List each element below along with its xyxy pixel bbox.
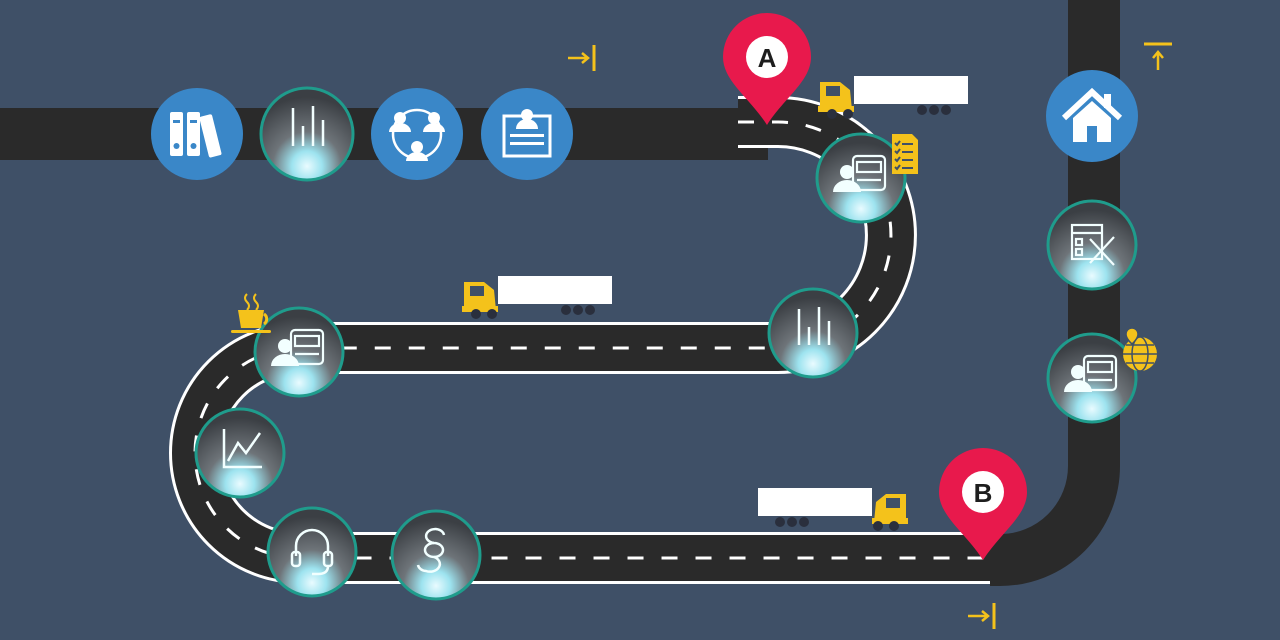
bar-chart-icon: [767, 287, 859, 379]
driver-truck-icon: [253, 306, 345, 398]
top-icon-row: [151, 86, 573, 182]
pin-b: B: [939, 448, 1027, 560]
truck-middle: [462, 276, 612, 319]
clipboard-icon: [481, 88, 573, 180]
side-road-surface: [990, 0, 1120, 586]
truck-bottom: [758, 488, 908, 531]
team-icon: [371, 88, 463, 180]
binders-icon: [151, 88, 243, 180]
line-chart-icon: [194, 407, 286, 499]
home-icon: [1046, 70, 1138, 162]
arrow-to-line-icon: [968, 603, 996, 629]
paragraph-icon: [390, 509, 482, 601]
globe-pins-icon: [1123, 327, 1157, 372]
side-road: [990, 0, 1120, 586]
calendar-tools-icon: [1046, 199, 1138, 291]
side-stations: [1046, 70, 1157, 424]
pin-a-label: A: [758, 43, 777, 73]
arrow-up-to-line-icon: [1144, 42, 1172, 70]
road-stations: [194, 132, 918, 601]
bar-chart-icon: [259, 86, 355, 182]
truck-top: [818, 76, 968, 119]
coffee-icon: [231, 293, 271, 333]
arrow-to-line-icon: [568, 45, 596, 71]
pin-b-label: B: [974, 478, 993, 508]
pin-a: A: [723, 13, 811, 125]
driver-truck-icon: [815, 132, 907, 224]
headset-icon: [266, 506, 358, 598]
checklist-icon: [892, 134, 918, 174]
driver-truck-icon: [1046, 332, 1138, 424]
